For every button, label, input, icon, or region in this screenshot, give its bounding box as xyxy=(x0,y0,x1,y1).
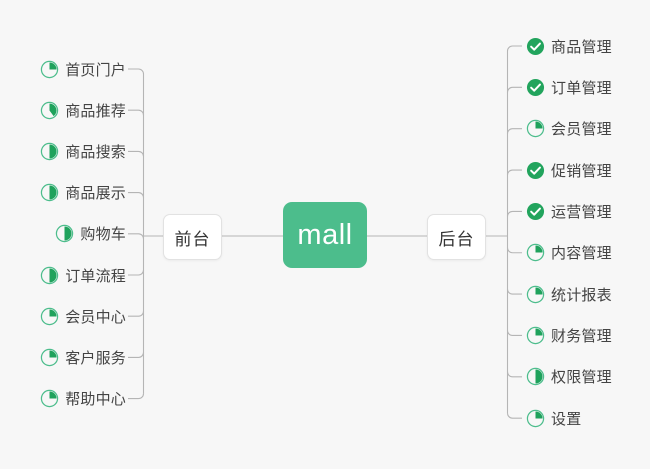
pie-progress-icon xyxy=(40,266,59,285)
leaf-connector xyxy=(128,68,145,75)
leaf-label: 商品推荐 xyxy=(65,102,126,120)
pie-progress-icon xyxy=(40,307,59,326)
pie-progress-icon xyxy=(40,60,59,79)
pie-progress-icon xyxy=(40,142,59,161)
leaf-item[interactable]: 统计报表 xyxy=(526,279,612,309)
leaf-label: 会员中心 xyxy=(65,308,126,326)
leaf-item[interactable]: 商品推荐 xyxy=(40,95,126,125)
check-circle-icon xyxy=(526,161,545,180)
leaf-connector xyxy=(506,210,522,217)
leaf-connector xyxy=(506,86,522,93)
leaf-item[interactable]: 帮助中心 xyxy=(40,384,126,414)
leaf-connector xyxy=(506,247,522,254)
leaf-connector xyxy=(506,128,522,134)
leaf-connector xyxy=(506,413,522,419)
pie-progress-icon xyxy=(40,389,59,408)
leaf-connector xyxy=(506,45,522,52)
check-circle-icon xyxy=(526,37,545,56)
leaf-item[interactable]: 权限管理 xyxy=(526,362,612,392)
check-circle-icon xyxy=(526,78,545,97)
leaf-item[interactable]: 首页门户 xyxy=(40,54,126,84)
leaf-connector xyxy=(506,289,522,295)
branch-node-back[interactable]: 后台 xyxy=(427,214,486,260)
pie-progress-icon xyxy=(40,101,59,120)
leaf-item[interactable]: 商品搜索 xyxy=(40,136,126,166)
leaf-label: 商品管理 xyxy=(551,38,612,56)
pie-progress-icon xyxy=(526,367,545,386)
leaf-label: 财务管理 xyxy=(551,327,612,345)
leaf-connector xyxy=(128,352,145,358)
pie-progress-icon xyxy=(526,243,545,262)
pie-progress-icon xyxy=(526,326,545,345)
leaf-connector xyxy=(128,311,145,317)
leaf-connector xyxy=(506,330,522,336)
leaf-item[interactable]: 商品展示 xyxy=(40,178,126,208)
leaf-connector xyxy=(128,233,145,239)
pie-progress-icon xyxy=(40,348,59,367)
pie-progress-icon xyxy=(40,183,59,202)
leaf-label: 首页门户 xyxy=(65,61,126,79)
root-node-mall[interactable]: mall xyxy=(283,202,367,268)
leaf-label: 帮助中心 xyxy=(65,391,126,409)
leaf-label: 内容管理 xyxy=(551,245,612,263)
leaf-label: 统计报表 xyxy=(551,286,612,304)
check-circle-icon xyxy=(526,202,545,221)
leaf-connector xyxy=(128,150,145,157)
pie-progress-icon xyxy=(55,224,74,243)
leaf-label: 设置 xyxy=(551,410,582,428)
leaf-item[interactable]: 商品管理 xyxy=(526,31,612,61)
leaf-label: 会员管理 xyxy=(551,121,612,139)
leaf-item[interactable]: 购物车 xyxy=(55,219,126,249)
leaf-label: 权限管理 xyxy=(551,369,612,387)
leaf-item[interactable]: 运营管理 xyxy=(526,196,612,226)
leaf-item[interactable]: 客户服务 xyxy=(40,342,126,372)
leaf-label: 商品展示 xyxy=(65,185,126,203)
leaf-item[interactable]: 设置 xyxy=(526,403,581,433)
leaf-connector xyxy=(128,393,145,400)
leaf-label: 订单流程 xyxy=(65,267,126,285)
leaf-label: 运营管理 xyxy=(551,203,612,221)
pie-progress-icon xyxy=(526,285,545,304)
branch-node-front[interactable]: 前台 xyxy=(163,214,222,260)
leaf-item[interactable]: 订单流程 xyxy=(40,260,126,290)
leaf-connector xyxy=(506,169,522,176)
leaf-item[interactable]: 财务管理 xyxy=(526,320,612,350)
leaf-connector xyxy=(128,192,145,198)
leaf-item[interactable]: 内容管理 xyxy=(526,238,612,268)
leaf-item[interactable]: 订单管理 xyxy=(526,72,612,102)
leaf-connector xyxy=(128,269,145,276)
leaf-item[interactable]: 促销管理 xyxy=(526,155,612,185)
leaf-label: 客户服务 xyxy=(65,349,126,367)
leaf-item[interactable]: 会员管理 xyxy=(526,114,612,144)
leaf-label: 促销管理 xyxy=(551,162,612,180)
leaf-label: 购物车 xyxy=(80,226,126,244)
leaf-label: 商品搜索 xyxy=(65,143,126,161)
leaf-connector xyxy=(128,109,145,116)
leaf-label: 订单管理 xyxy=(551,79,612,97)
leaf-item[interactable]: 会员中心 xyxy=(40,301,126,331)
pie-progress-icon xyxy=(526,409,545,428)
pie-progress-icon xyxy=(526,119,545,138)
leaf-connector xyxy=(506,371,522,378)
